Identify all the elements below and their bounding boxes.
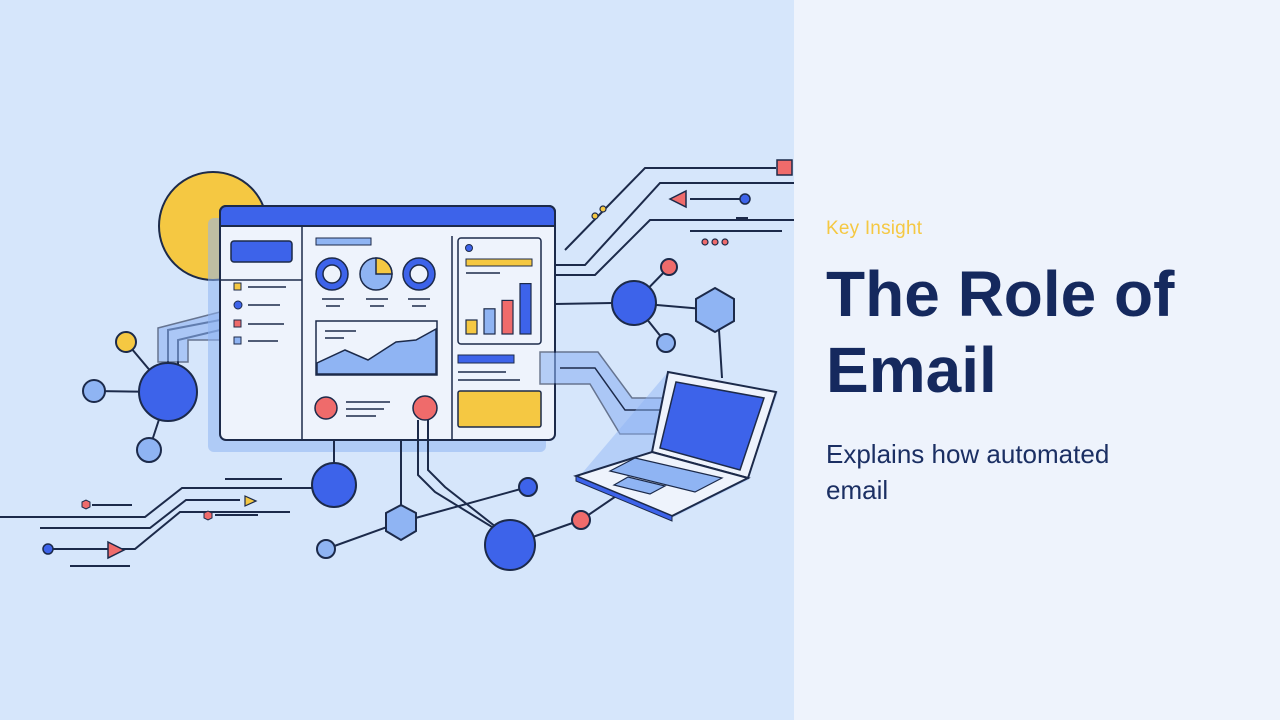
eyebrow-label: Key Insight: [826, 218, 923, 239]
laptop-icon: [573, 370, 778, 522]
bar-chart-bar: [483, 308, 496, 335]
text-panel: Key Insight The Role of Email Explains h…: [794, 0, 1280, 720]
play-triangle-icon: [107, 540, 126, 560]
small-dots-decoration: [591, 205, 607, 220]
bar-chart-bar: [465, 319, 478, 335]
bar-chart-icon: [457, 237, 542, 345]
dot-node-icon: [739, 193, 751, 205]
slide-title: The Role of Email: [826, 258, 1175, 406]
pie-chart-icon: [315, 257, 436, 291]
square-node-icon: [776, 159, 793, 176]
right-network-icon: [554, 258, 735, 379]
dashboard-window-icon: [219, 205, 556, 441]
slide-subtitle: Explains how automated email: [826, 439, 1110, 505]
triangle-node-icon: [668, 189, 687, 209]
bottom-network-icon: [311, 420, 626, 571]
tech-dashboard-illustration: [0, 159, 794, 571]
bar-chart-bar: [519, 283, 532, 335]
red-dots-decoration: [701, 238, 729, 246]
area-chart-icon: [315, 320, 438, 376]
hero-illustration: [0, 0, 794, 720]
bar-chart-bar: [501, 299, 514, 335]
circuit-lines-bottom-left: [0, 478, 312, 567]
left-network-icon: [82, 319, 221, 463]
circuit-lines-top-right: [555, 167, 794, 276]
hexagon-node-icon: [385, 503, 417, 542]
